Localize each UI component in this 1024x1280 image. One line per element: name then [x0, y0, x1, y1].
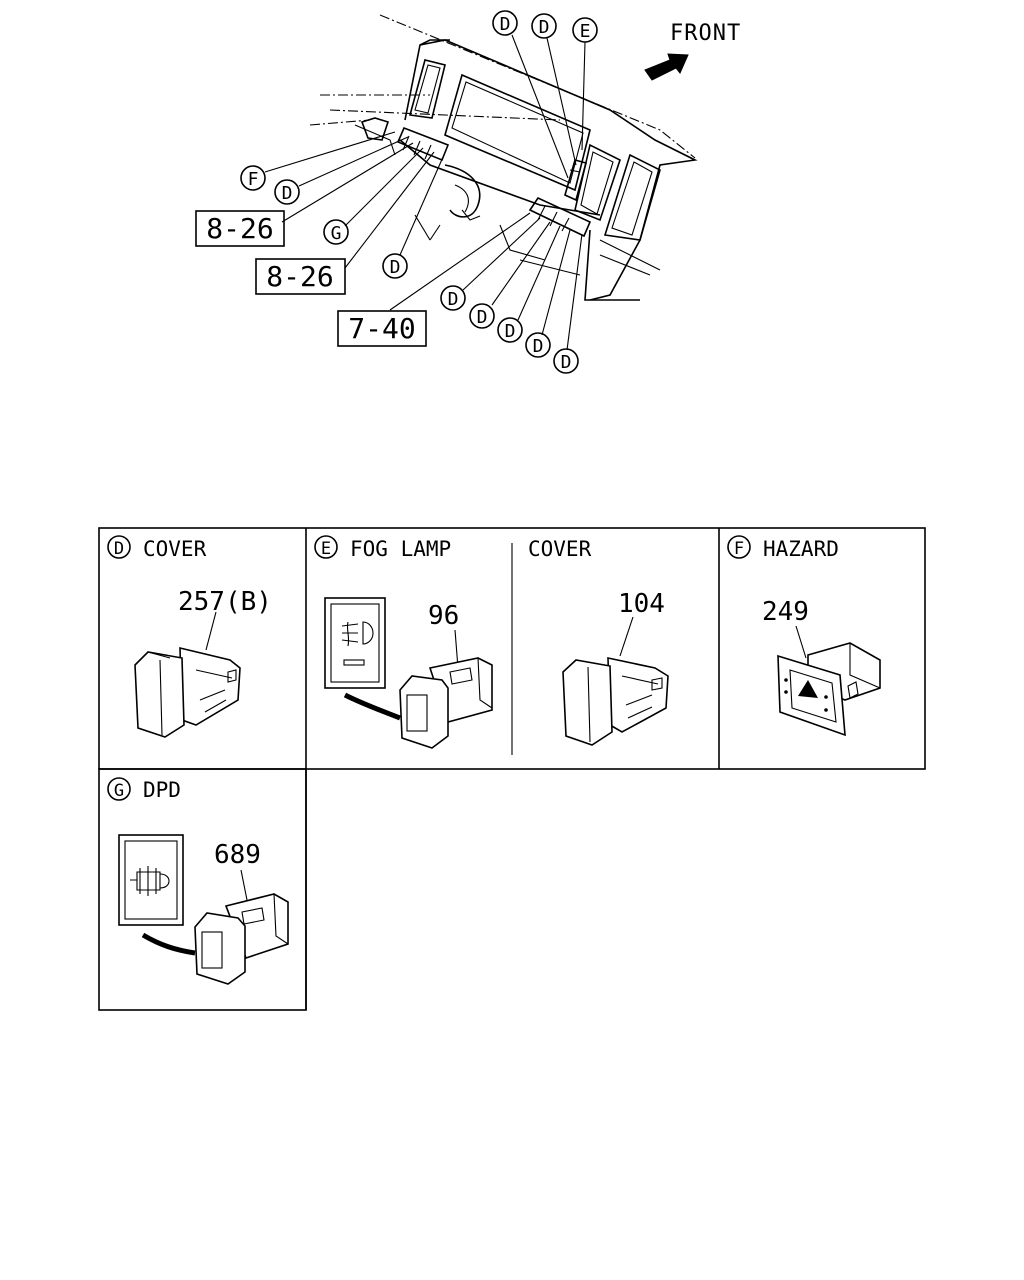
- letter-callout: D: [382, 253, 408, 279]
- panel-letter: E: [321, 539, 331, 559]
- svg-text:G: G: [331, 223, 342, 244]
- callout-box-8-26-a: 8-26: [195, 210, 285, 247]
- dpd-symbol: [118, 834, 184, 926]
- panel-title: HAZARD: [763, 537, 839, 561]
- panel-letter: F: [734, 539, 744, 559]
- panel-d-cover: D COVER 257(B): [107, 535, 272, 738]
- panel-title: FOG LAMP: [350, 537, 451, 561]
- svg-text:D: D: [282, 183, 293, 204]
- letter-callout: D: [497, 317, 523, 343]
- letter-callout: D: [274, 179, 300, 205]
- svg-text:D: D: [500, 14, 511, 35]
- letter-callout: D: [492, 10, 518, 36]
- svg-text:E: E: [580, 21, 591, 42]
- svg-text:D: D: [539, 17, 550, 38]
- panel-e-cover: COVER 104: [528, 537, 669, 746]
- letter-callout: D: [553, 348, 579, 374]
- panel-f-hazard: F HAZARD 249: [727, 535, 881, 737]
- svg-text:D: D: [505, 321, 516, 342]
- cover-switch-illustration: [134, 646, 241, 738]
- panel-g-dpd: G DPD 689: [107, 777, 289, 985]
- dpd-switch-illustration: [194, 893, 289, 985]
- hazard-triangle-icon: [798, 680, 818, 698]
- part-number: 249: [762, 597, 809, 627]
- dashboard-overview: FRONT 8-26 8-26 7-40 D D E F D G D D D D…: [195, 10, 741, 374]
- callout-box-7-40: 7-40: [337, 310, 427, 347]
- detail-panels-grid: [98, 527, 926, 1011]
- fog-lamp-symbol: [324, 597, 386, 689]
- right-switch-bank: [528, 196, 592, 238]
- part-number: 257(B): [178, 587, 272, 617]
- svg-text:D: D: [533, 336, 544, 357]
- panel-title: COVER: [143, 537, 207, 561]
- svg-text:D: D: [561, 352, 572, 373]
- leader-lines: [264, 34, 586, 351]
- svg-text:8-26: 8-26: [206, 212, 273, 245]
- part-number: 104: [618, 589, 665, 619]
- callout-box-8-26-b: 8-26: [255, 258, 346, 295]
- letter-callout: F: [240, 165, 266, 191]
- svg-text:D: D: [390, 257, 401, 278]
- panel-letter: D: [114, 539, 124, 559]
- hazard-switch-illustration: [777, 642, 881, 737]
- front-label: FRONT: [670, 21, 741, 46]
- svg-text:8-26: 8-26: [266, 260, 333, 293]
- svg-text:D: D: [477, 307, 488, 328]
- cover-switch-illustration: [562, 657, 669, 746]
- letter-callout: G: [323, 219, 349, 245]
- panel-title: COVER: [528, 537, 592, 561]
- letter-callout: E: [572, 17, 598, 43]
- part-number: 96: [428, 601, 459, 631]
- panel-letter: G: [114, 781, 124, 801]
- svg-text:D: D: [448, 289, 459, 310]
- svg-text:F: F: [248, 169, 259, 190]
- panel-title: DPD: [143, 778, 181, 802]
- left-switch-bank: [396, 126, 450, 162]
- letter-callout: D: [469, 303, 495, 329]
- letter-callout: D: [525, 332, 551, 358]
- letter-callout: D: [531, 13, 557, 39]
- front-arrow-icon: [644, 53, 689, 81]
- fog-lamp-switch-illustration: [399, 657, 493, 749]
- letter-callout: D: [440, 285, 466, 311]
- part-number: 689: [214, 840, 261, 870]
- panel-e-fog-lamp: E FOG LAMP 96: [314, 535, 493, 749]
- svg-text:7-40: 7-40: [348, 312, 415, 345]
